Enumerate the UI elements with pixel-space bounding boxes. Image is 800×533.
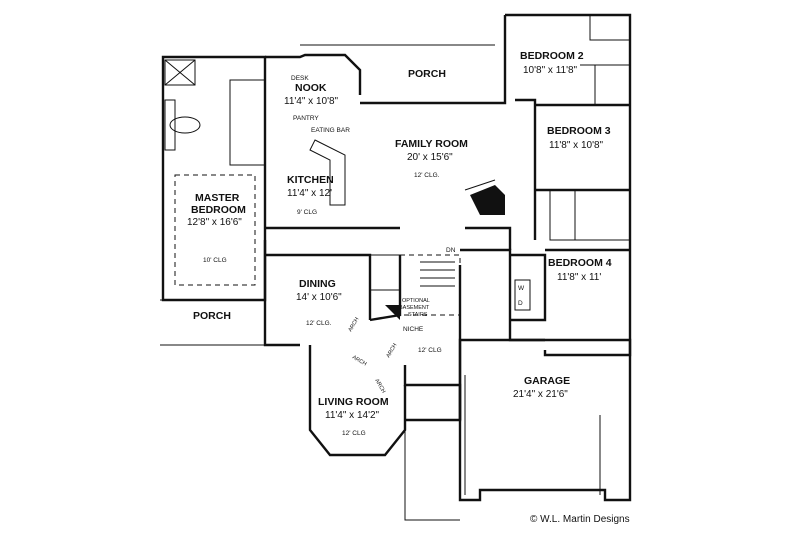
niche-label: NICHE <box>403 326 424 333</box>
arch-label-1: ARCH <box>348 316 361 333</box>
master-ceiling: 10' CLG <box>203 257 227 264</box>
family-room-dims: 20' x 15'6" <box>407 152 453 163</box>
master-dims: 12'8" x 16'6" <box>187 217 242 228</box>
dryer-label: D <box>518 300 523 307</box>
arch-label-3: ARCH <box>351 355 368 368</box>
living-room-name: LIVING ROOM <box>318 396 389 408</box>
arch-label-4: ARCH <box>373 378 386 395</box>
pantry-label: PANTRY <box>293 115 319 122</box>
eating-bar-label: EATING BAR <box>311 127 350 134</box>
bedroom3-dims: 11'8" x 10'8" <box>549 140 604 151</box>
arch-label-2: ARCH <box>386 342 399 359</box>
bedroom2-dims: 10'8" x 11'8" <box>523 65 578 76</box>
kitchen-ceiling: 9' CLG <box>297 209 317 216</box>
master-name-line2: BEDROOM <box>191 204 246 216</box>
kitchen-island <box>309 139 346 206</box>
garage-dims: 21'4" x 21'6" <box>513 389 568 400</box>
kitchen-dims: 11'4" x 12' <box>287 188 332 199</box>
family-room-ceiling: 12' CLG. <box>414 172 440 179</box>
living-room-ceiling: 12' CLG <box>342 430 366 437</box>
master-name-line1: MASTER <box>195 192 240 204</box>
family-room-name: FAMILY ROOM <box>395 138 468 150</box>
optional-stairs-line2: BASEMENT <box>399 305 430 311</box>
niche-mark <box>385 305 400 320</box>
washer-label: W <box>518 285 525 292</box>
hall-ceiling: 12' CLG <box>418 347 442 354</box>
bedroom2-name: BEDROOM 2 <box>520 50 584 62</box>
dining-name: DINING <box>299 278 336 290</box>
porch-left-name: PORCH <box>193 310 231 322</box>
optional-stairs-line3: STAIRS <box>408 312 428 318</box>
optional-stairs-line1: OPTIONAL <box>402 298 430 304</box>
master-ceiling-outline <box>174 174 256 286</box>
master-bath-fixtures <box>164 59 266 166</box>
garage-name: GARAGE <box>524 375 570 387</box>
desk-label: DESK <box>291 75 309 82</box>
nook-name: NOOK <box>295 82 327 94</box>
dn-label: DN <box>446 247 456 254</box>
kitchen-name: KITCHEN <box>287 174 334 186</box>
porch-outlines <box>160 44 495 521</box>
copyright: © W.L. Martin Designs <box>530 514 630 525</box>
porch-top-name: PORCH <box>408 68 446 80</box>
dining-dims: 14' x 10'6" <box>296 292 342 303</box>
bedroom3-name: BEDROOM 3 <box>547 125 611 137</box>
bedroom4-dims: 11'8" x 11' <box>557 272 601 283</box>
basement-stairs <box>399 254 461 316</box>
nook-dims: 11'4" x 10'8" <box>284 96 339 107</box>
bedroom4-name: BEDROOM 4 <box>548 257 612 269</box>
fireplace <box>470 185 505 215</box>
dining-ceiling: 12' CLG. <box>306 320 332 327</box>
living-room-dims: 11'4" x 14'2" <box>325 410 380 421</box>
